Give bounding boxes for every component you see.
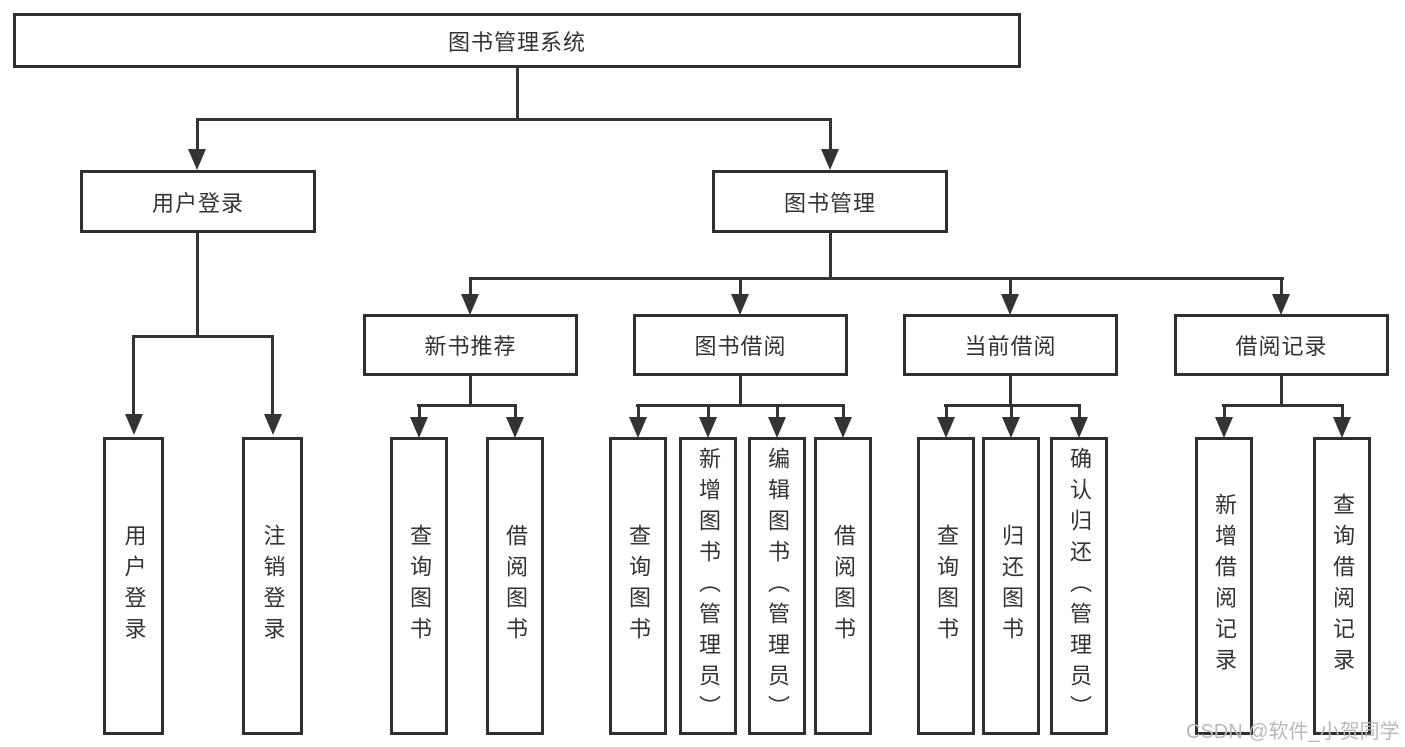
node-label: 当前借阅 (964, 334, 1057, 359)
arrow-down-icon (264, 414, 282, 435)
node-book-borrowing: 图书借阅 (633, 314, 848, 376)
connector-vline (842, 404, 845, 420)
arrow-down-icon (937, 417, 955, 438)
connector-vline (739, 277, 742, 297)
connector-vline (945, 404, 948, 420)
node-user-login: 用户登录 (80, 170, 316, 233)
connector-vline (271, 335, 274, 416)
node-borrowing-records: 借阅记录 (1174, 314, 1389, 376)
leaf-label: 新增借阅记录 (1212, 493, 1237, 679)
connector-vline (1280, 376, 1283, 407)
connector-vline (418, 404, 421, 420)
connector-vline (776, 404, 779, 420)
leaf-label: 确认归还（管理员） (1067, 446, 1092, 726)
connector-vline (1009, 277, 1012, 297)
connector-vline (829, 118, 832, 152)
arrow-down-icon (1001, 294, 1019, 315)
arrow-down-icon (768, 417, 786, 438)
leaf-label: 新增图书（管理员） (696, 446, 721, 726)
connector-hline (132, 335, 274, 338)
arrow-down-icon (1333, 417, 1351, 438)
leaf-query-books-recommend: 查询图书 (390, 437, 448, 735)
connector-hline (1222, 404, 1344, 407)
connector-vline (739, 376, 742, 407)
connector-vline (1078, 404, 1081, 420)
leaf-label: 注销登录 (260, 524, 286, 648)
leaf-user-login: 用户登录 (103, 437, 164, 735)
leaf-label: 用户登录 (121, 524, 147, 648)
node-label: 图书管理 (783, 190, 876, 216)
connector-vline (514, 404, 517, 420)
node-label: 图书管理系统 (447, 29, 586, 55)
node-library-system: 图书管理系统 (13, 13, 1021, 68)
node-label: 借阅记录 (1235, 334, 1328, 359)
connector-hline (636, 404, 845, 407)
arrow-down-icon (629, 417, 647, 438)
node-new-book-recommend: 新书推荐 (363, 314, 578, 376)
arrow-down-icon (699, 417, 717, 438)
arrow-down-icon (821, 149, 839, 170)
leaf-confirm-return-admin: 确认归还（管理员） (1050, 437, 1108, 735)
arrow-down-icon (1272, 294, 1290, 315)
connector-hline (417, 404, 517, 407)
node-label: 新书推荐 (424, 334, 517, 359)
connector-vline (1280, 277, 1283, 297)
node-current-borrowing: 当前借阅 (903, 314, 1118, 376)
leaf-label: 查询借阅记录 (1330, 493, 1355, 679)
leaf-return-books: 归还图书 (982, 437, 1040, 735)
arrow-down-icon (188, 149, 206, 170)
leaf-edit-books-admin: 编辑图书（管理员） (748, 437, 806, 735)
leaf-add-books-admin: 新增图书（管理员） (679, 437, 737, 735)
connector-vline (132, 335, 135, 416)
connector-vline (1010, 404, 1013, 420)
leaf-add-borrow-record: 新增借阅记录 (1195, 437, 1253, 735)
connector-vline (469, 376, 472, 407)
node-book-management: 图书管理 (712, 170, 948, 233)
arrow-down-icon (1070, 417, 1088, 438)
leaf-label: 借阅图书 (831, 524, 856, 648)
leaf-query-books-current: 查询图书 (917, 437, 975, 735)
leaf-label: 借阅图书 (503, 524, 528, 648)
leaf-label: 查询图书 (626, 524, 651, 648)
arrow-down-icon (731, 294, 749, 315)
node-label: 图书借阅 (694, 334, 787, 359)
leaf-borrow-books-recommend: 借阅图书 (486, 437, 544, 735)
connector-vline (1341, 404, 1344, 420)
connector-hline (196, 118, 832, 121)
leaf-query-borrow-record: 查询借阅记录 (1313, 437, 1371, 735)
arrow-down-icon (1215, 417, 1233, 438)
connector-vline (196, 233, 199, 337)
arrow-down-icon (1002, 417, 1020, 438)
leaf-label: 归还图书 (999, 524, 1024, 648)
connector-vline (516, 66, 519, 120)
arrow-down-icon (125, 414, 143, 435)
connector-vline (707, 404, 710, 420)
node-label: 用户登录 (151, 190, 244, 216)
connector-vline (196, 118, 199, 152)
connector-vline (829, 233, 832, 279)
connector-vline (637, 404, 640, 420)
connector-vline (1009, 376, 1012, 407)
leaf-borrow-books-borrowing: 借阅图书 (814, 437, 872, 735)
leaf-query-books-borrowing: 查询图书 (609, 437, 667, 735)
watermark: CSDN @软件_小贺同学 (1186, 721, 1400, 743)
leaf-logout: 注销登录 (242, 437, 303, 735)
connector-vline (469, 277, 472, 297)
connector-hline (469, 277, 1284, 280)
connector-vline (1223, 404, 1226, 420)
arrow-down-icon (410, 417, 428, 438)
arrow-down-icon (461, 294, 479, 315)
arrow-down-icon (834, 417, 852, 438)
leaf-label: 查询图书 (934, 524, 959, 648)
leaf-label: 查询图书 (407, 524, 432, 648)
arrow-down-icon (506, 417, 524, 438)
leaf-label: 编辑图书（管理员） (765, 446, 790, 726)
